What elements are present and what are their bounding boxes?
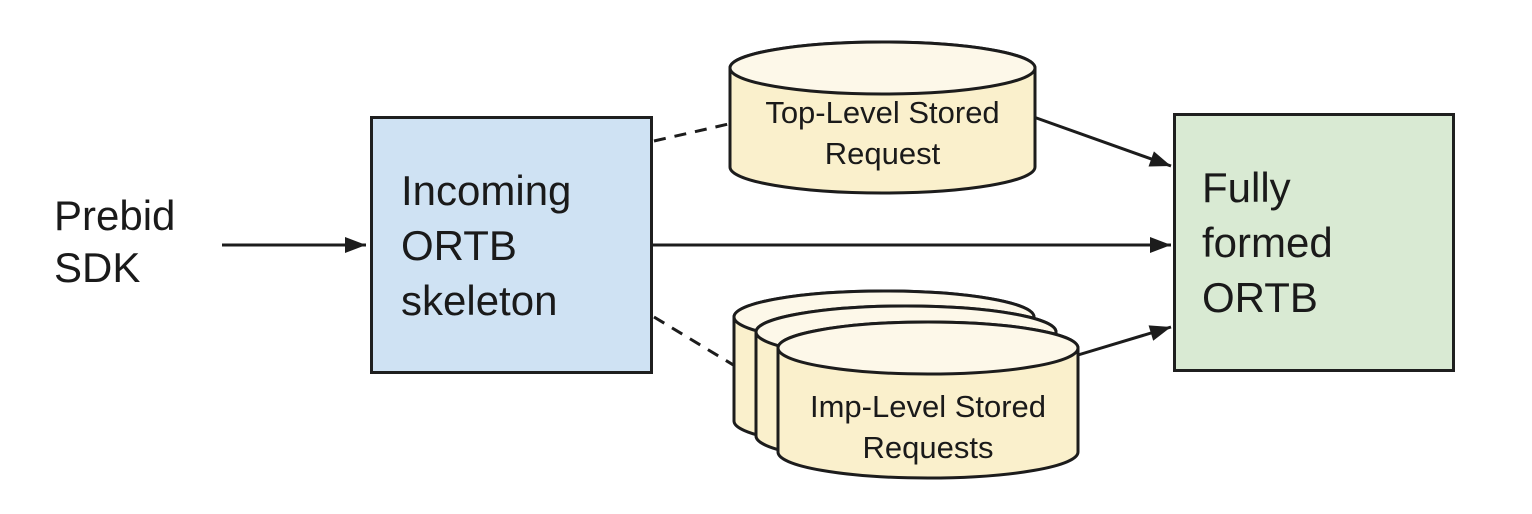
imp-level-stored-requests-label: Imp-Level Stored Requests xyxy=(809,389,1047,465)
node-incoming-ortb-skeleton: Incoming ORTB skeleton xyxy=(370,116,653,374)
dashed-connector-incoming-to-imp-level xyxy=(653,315,741,371)
dashed-connector-incoming-to-top-level xyxy=(653,121,734,143)
cylinder-top-ellipse xyxy=(728,40,1037,96)
top-level-stored-request-label: Top-Level Stored Request xyxy=(765,95,1000,171)
cylinder-top-ellipse-front xyxy=(776,320,1080,376)
arrow-imp-level-to-fully-formed xyxy=(1067,325,1172,360)
fully-formed-ortb-label: Fully formed ORTB xyxy=(1202,164,1333,321)
prebid-sdk-label: Prebid SDK xyxy=(54,192,176,291)
imp-level-stored-requests-cylinder-stack xyxy=(732,289,1080,480)
top-level-stored-request-cylinder xyxy=(728,40,1037,195)
node-fully-formed-ortb: Fully formed ORTB xyxy=(1173,113,1455,372)
incoming-ortb-skeleton-label: Incoming ORTB skeleton xyxy=(401,166,572,324)
arrow-top-level-to-fully-formed xyxy=(1027,113,1172,168)
